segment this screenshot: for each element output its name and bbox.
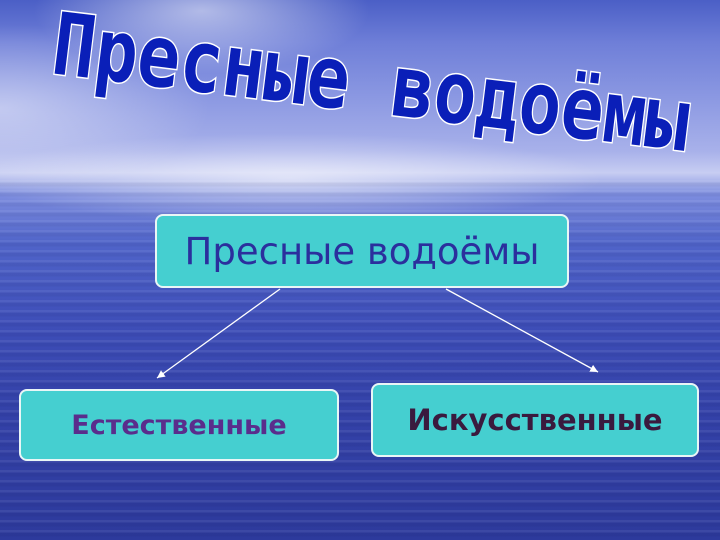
slide-title: Пресные водоёмы: [46, 0, 696, 173]
arrow-to-natural: [156, 288, 281, 379]
node-artificial: Искусственные: [371, 383, 699, 457]
arrow-to-artificial: [445, 288, 599, 373]
root-node-label: Пресные водоёмы: [184, 229, 540, 273]
node-artificial-label: Искусственные: [407, 403, 663, 437]
slide-title-text: Пресные водоёмы: [47, 0, 694, 172]
node-natural-label: Естественные: [71, 409, 287, 441]
node-natural: Естественные: [19, 389, 339, 461]
root-node-fresh-water-bodies: Пресные водоёмы: [155, 214, 569, 288]
